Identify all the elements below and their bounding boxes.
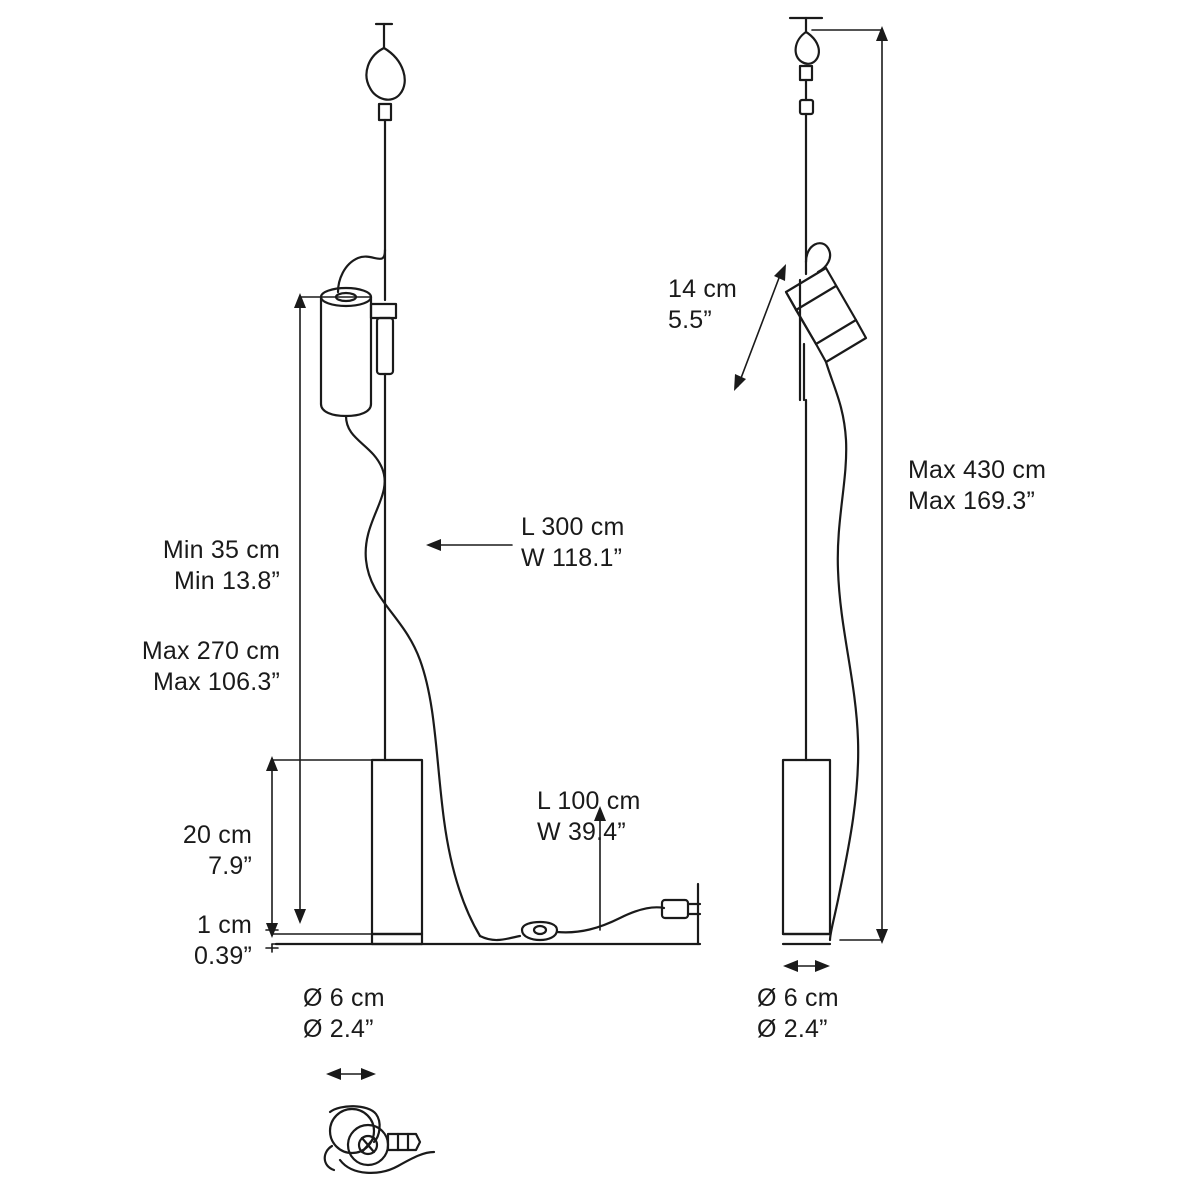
label-diameter-side: Ø 6 cm Ø 2.4” — [757, 984, 839, 1043]
label-max-height: Max 270 cm Max 106.3” — [141, 637, 280, 696]
label-diameter-front: Ø 6 cm Ø 2.4” — [303, 984, 385, 1043]
front-lamp-body — [370, 758, 424, 946]
label-head-length: 14 cm 5.5” — [668, 275, 738, 334]
label-cable-length: L 300 cm W 118.1” — [521, 513, 625, 572]
front-power-cord — [344, 414, 482, 938]
front-inline-switch — [520, 920, 559, 942]
front-height-dimension — [294, 293, 371, 924]
side-lamp-body — [781, 758, 832, 946]
side-power-cord — [824, 360, 860, 942]
label-base-height: 1 cm 0.39” — [194, 911, 252, 970]
front-diameter-dimension — [326, 1068, 376, 1080]
front-plug — [660, 898, 702, 920]
front-body-height-dimension — [266, 756, 373, 938]
front-cable-loop — [336, 248, 387, 294]
top-view-detail — [323, 1105, 436, 1174]
front-ceiling-hook — [365, 22, 406, 122]
front-base-height-dimension — [265, 925, 373, 953]
cable-length-leader — [426, 539, 513, 551]
front-cable-clamp — [369, 302, 398, 762]
label-max-total: Max 430 cm Max 169.3” — [908, 456, 1047, 515]
label-body-height: 20 cm 7.9” — [182, 821, 252, 880]
side-diameter-dimension — [783, 960, 830, 972]
label-min-height: Min 35 cm Min 13.8” — [162, 536, 280, 595]
front-lamp-head — [319, 286, 373, 418]
cord-length-leader — [594, 806, 606, 931]
side-lamp-head — [784, 266, 868, 364]
side-cable-loop — [804, 242, 832, 274]
side-ceiling-hook — [788, 16, 824, 82]
label-cord-length: L 100 cm W 39.4” — [537, 787, 641, 846]
head-length-dimension — [734, 264, 786, 391]
side-cable-clamp — [798, 98, 815, 116]
side-total-height-dimension — [811, 26, 888, 944]
